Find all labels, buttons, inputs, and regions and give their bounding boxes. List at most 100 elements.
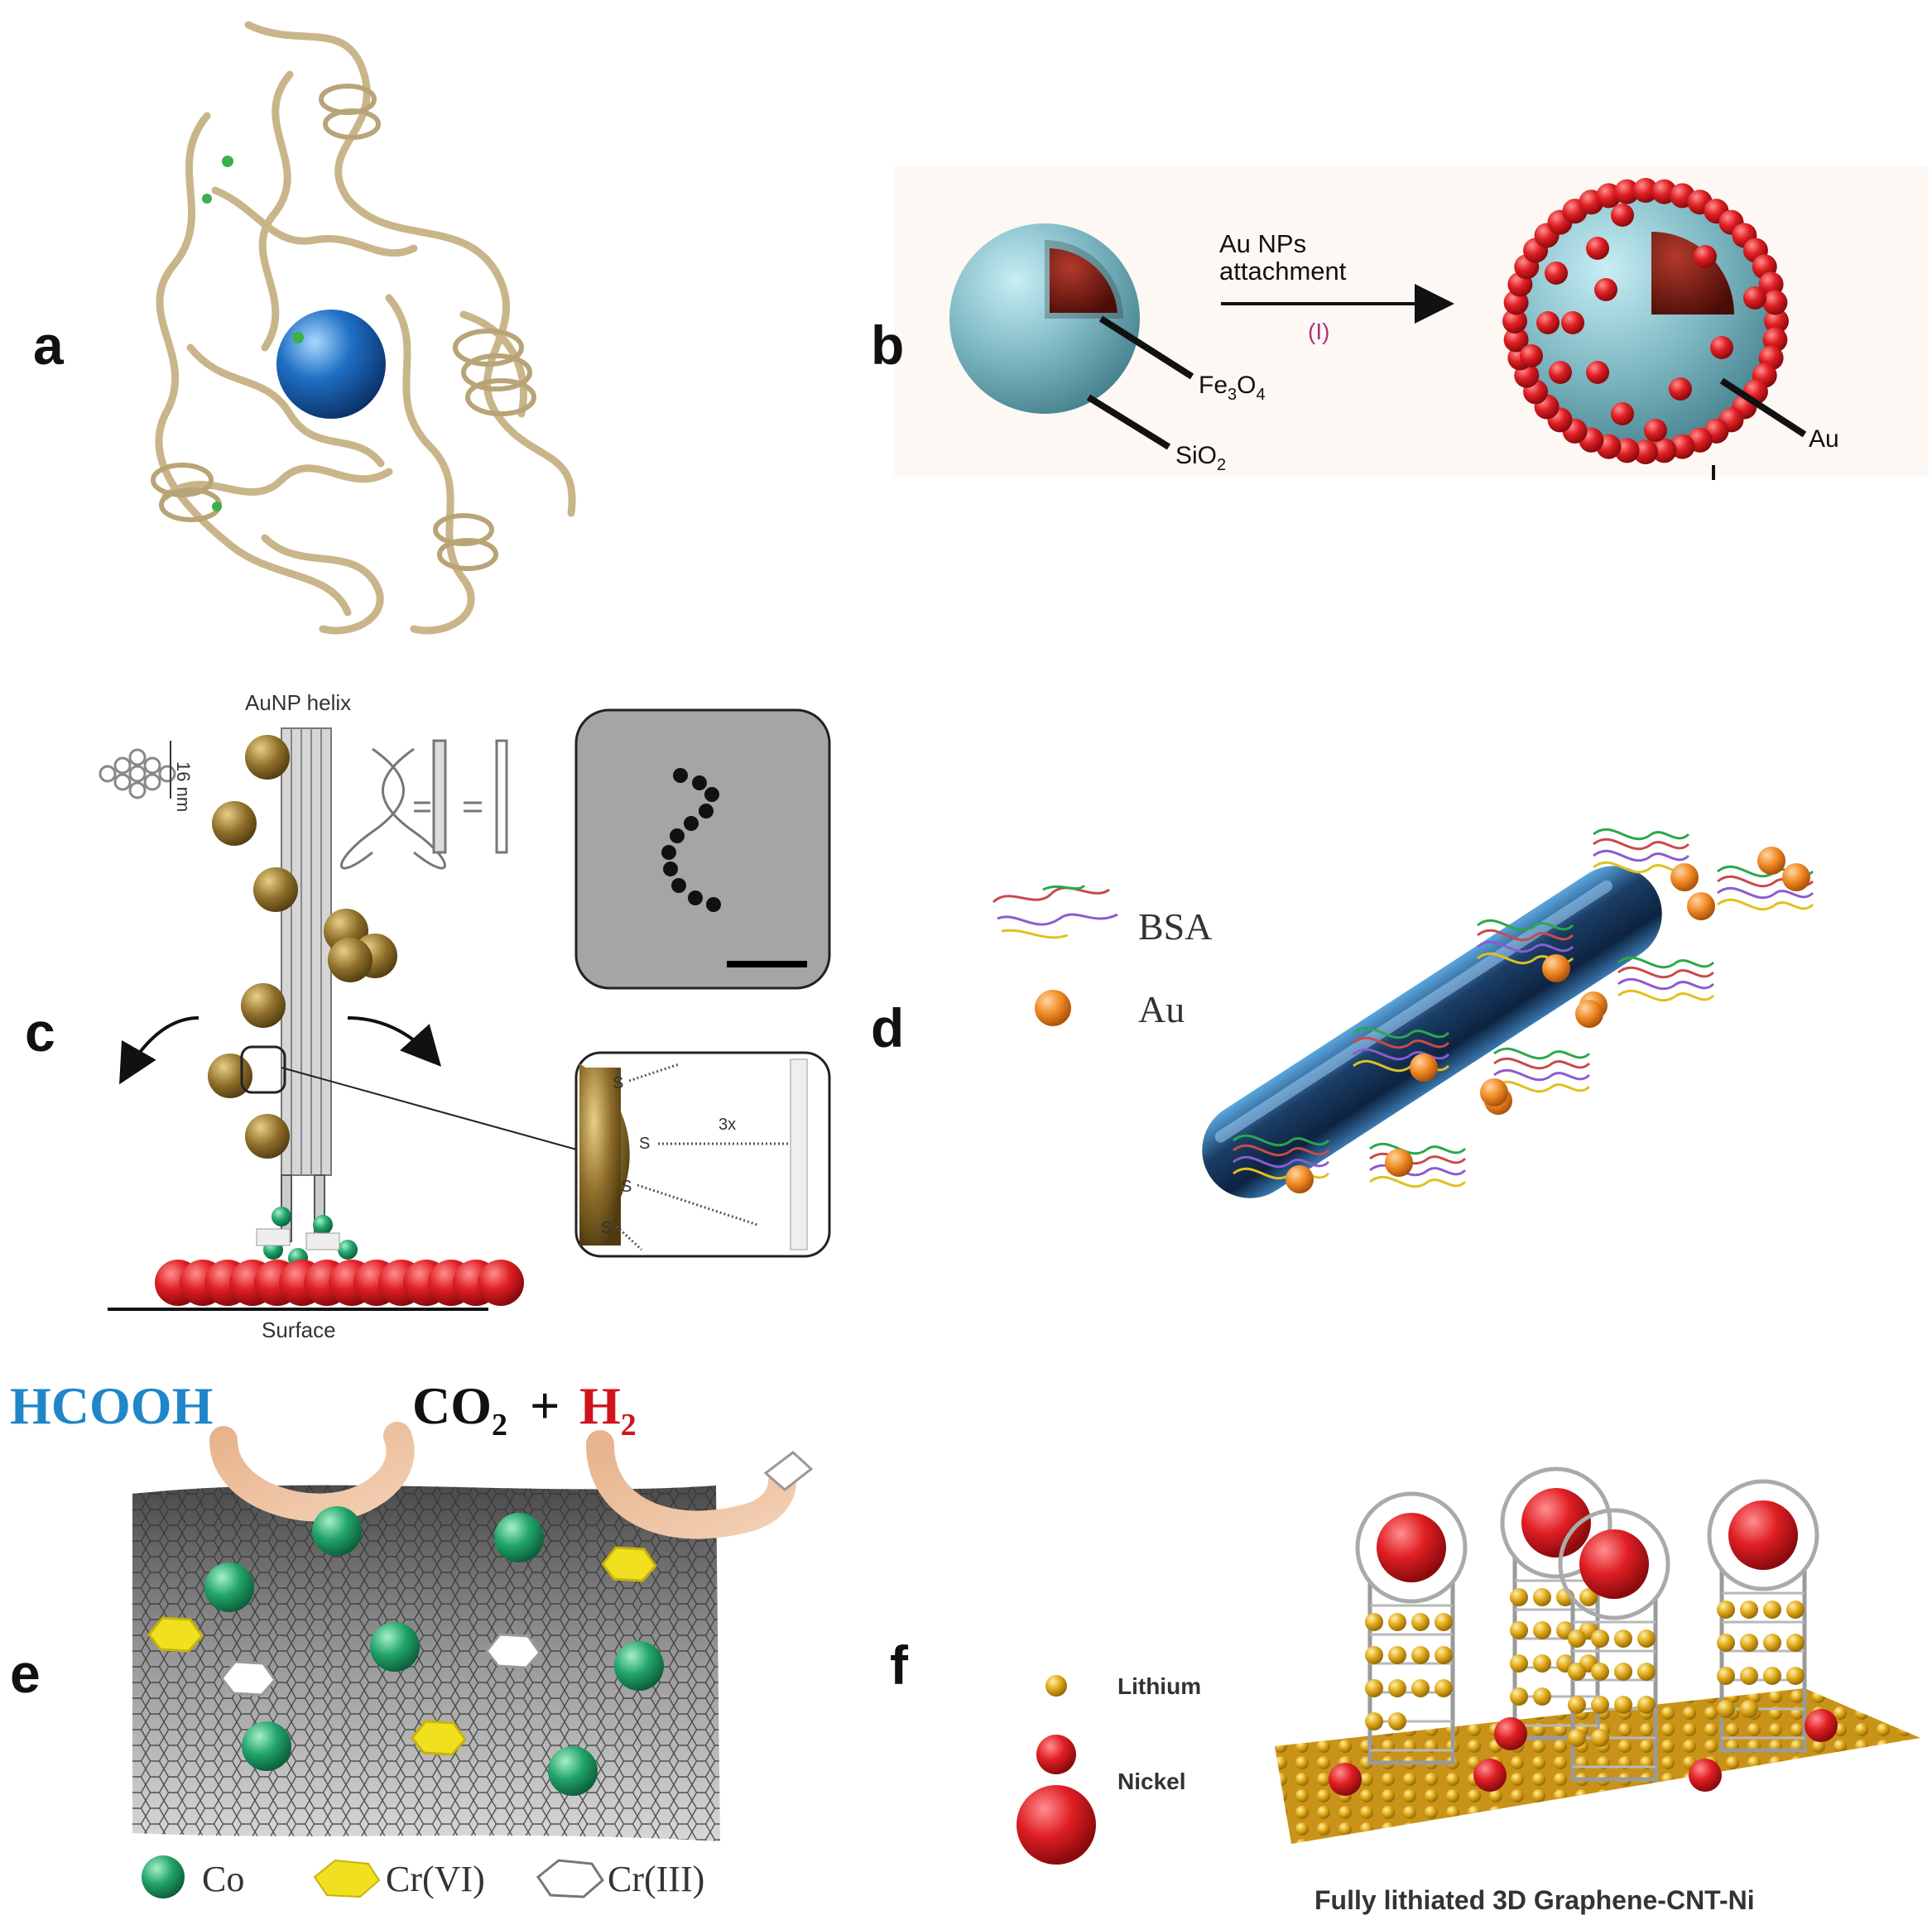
tem-particle [671,878,686,893]
au-sphere [1575,1000,1603,1028]
gold-nanoparticle [245,735,290,780]
au-nanoparticle [1694,245,1717,268]
au-sphere [1410,1054,1438,1082]
lithium-atom [1388,1613,1406,1631]
white-hexagon-icon [536,1859,604,1898]
inset-linker-diagram: S S S S 3x [574,1051,831,1258]
cnt-pillar [1500,1466,1612,1740]
au-sphere [1757,847,1785,875]
lithium-atom [1365,1646,1383,1664]
au-nanoparticle [1536,311,1560,334]
bsa-protein [1477,919,1574,965]
bsa-protein [1233,1134,1330,1180]
lithium-atom [1568,1663,1586,1681]
carbon-nanotube-pillars [1329,1466,1838,1796]
au-sphere [1480,1078,1508,1106]
protein-ribbon [155,21,576,635]
reaction-arrow-left [209,1422,415,1522]
lithium-atom [1568,1729,1586,1747]
co-atom [242,1721,291,1771]
lithium-atom [1388,1679,1406,1697]
tem-image [574,708,831,990]
co-atom [614,1641,664,1691]
lithium-atom [1740,1700,1758,1718]
co-atom [312,1506,362,1556]
lithium-atom [1510,1654,1528,1673]
nickel-particle [1494,1717,1527,1750]
lithium-atom [1435,1679,1453,1697]
lithium-atom [1591,1729,1609,1747]
bsa-legend-icon [992,884,1118,939]
nickel-particle [1805,1709,1838,1742]
panel-letter-f: f [890,1634,909,1696]
panel-e: e HCOOH CO2 + H2 Co Cr(VI) Cr(III) [10,1376,814,1899]
au-nanoparticle [1611,204,1634,227]
cr6-hexagon [147,1616,204,1653]
lithium-atom [1435,1646,1453,1664]
tem-particle [699,804,714,818]
lithium-atom [1717,1667,1735,1685]
lithium-atom [1365,1679,1383,1697]
cr6-legend-label: Cr(VI) [386,1859,485,1899]
au-nanoparticle [1549,361,1572,384]
panel-letter-e: e [10,1643,41,1704]
co-atom [494,1513,544,1562]
tem-particle [670,828,685,843]
panel-f-caption: Fully lithiated 3D Graphene-CNT-Ni [1314,1885,1755,1915]
multiplier-label: 3x [718,1116,736,1134]
lithium-atom [1388,1712,1406,1730]
au-nanoparticle [1764,309,1789,334]
red-sphere-icon [1016,1785,1096,1865]
panel-letter-b: b [871,314,904,376]
bsa-protein [1369,1142,1467,1188]
panel-d: d BSA Au [871,828,1814,1198]
lithium-atom [1717,1601,1735,1619]
cr3-legend-label: Cr(III) [608,1859,704,1899]
linker-s-3: S [621,1178,632,1196]
cnt-pillar [1355,1491,1468,1765]
gold-nanoparticle-helix [208,735,397,1159]
lithium-atom [1591,1696,1609,1714]
tem-particle [684,816,699,831]
au-nanoparticle [1586,237,1609,260]
rotate-arrow-left [119,1016,199,1085]
gold-nanoparticle [245,1114,290,1159]
lithium-atom [1533,1654,1551,1673]
lithium-atom [1786,1667,1805,1685]
panel-b: b Fe3O4 SiO2 Au NPs attachment (I) Au [871,166,1929,480]
panel-letter-d: d [871,997,904,1058]
arrow-label-line1: Au NPs [1219,229,1306,258]
lithium-atom [1510,1621,1528,1639]
cr3-hexagon [220,1660,276,1697]
lithium-atom [1533,1621,1551,1639]
lithium-atom [1591,1630,1609,1648]
aunp-helix-title: AuNP helix [245,690,351,715]
blue-nanoparticle [276,310,386,419]
honeycomb-icon [99,748,176,799]
lithium-atom [1411,1679,1430,1697]
co2-label: CO2 [412,1376,507,1442]
gold-nanoparticle [253,867,298,912]
tem-particle [706,897,721,912]
lithium-atom [1510,1687,1528,1706]
helix-coils [151,84,536,571]
lithium-atom [1786,1601,1805,1619]
hcooh-label: HCOOH [10,1376,213,1435]
cr3-hexagon [485,1633,541,1669]
au-nanoparticle [1644,419,1667,442]
h2-label: H2 [579,1376,637,1442]
nickel-particle [1329,1763,1362,1796]
gold-nanoparticle [212,801,257,846]
au-nanoparticle [1710,336,1733,359]
lithium-atom [1637,1663,1656,1681]
rotate-arrow-right [347,1016,442,1067]
au-sphere [1542,954,1570,982]
surface-label: Surface [262,1318,336,1342]
tem-particle [692,775,707,790]
tem-particle [673,768,688,783]
lithium-atom [1637,1696,1656,1714]
bsa-legend-label: BSA [1138,905,1212,948]
lithium-atom [1365,1613,1383,1631]
lithium-atom [1614,1630,1632,1648]
au-sphere [1687,892,1715,920]
